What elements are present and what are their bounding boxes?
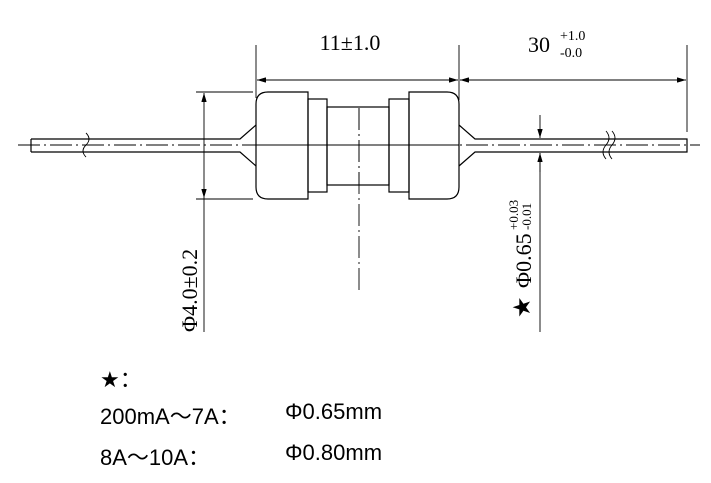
note-range-1: 200mA～7A： bbox=[100, 404, 241, 429]
notes-header: ★： bbox=[100, 367, 142, 392]
body-length-dimension: 11±1.0 bbox=[255, 30, 460, 100]
right-lead bbox=[458, 124, 688, 167]
lead-length-tol-upper: +1.0 bbox=[560, 29, 585, 44]
lead-diameter-tol-lower: -0.01 bbox=[519, 203, 534, 230]
body-diameter-label: Φ4.0±0.2 bbox=[177, 249, 202, 332]
note-diameter-1: Φ0.65mm bbox=[285, 399, 383, 424]
lead-diameter-tol-upper: +0.03 bbox=[506, 200, 521, 230]
fuse-body bbox=[255, 91, 460, 200]
note-range-2: 8A～10A： bbox=[100, 445, 211, 470]
left-lead bbox=[30, 124, 257, 167]
body-diameter-dimension: Φ4.0±0.2 bbox=[177, 91, 253, 332]
star-marker: ★ bbox=[508, 296, 536, 318]
body-length-label: 11±1.0 bbox=[320, 30, 381, 55]
note-diameter-2: Φ0.80mm bbox=[285, 440, 383, 465]
lead-length-dimension: 30 +1.0 -0.0 bbox=[460, 29, 688, 132]
lead-diameter-dimension: ★ Φ0.65 +0.03 -0.01 bbox=[506, 115, 543, 332]
lead-length-label: 30 bbox=[528, 32, 550, 57]
lead-length-tol-lower: -0.0 bbox=[560, 46, 582, 61]
lead-diameter-label: Φ0.65 bbox=[511, 233, 536, 288]
